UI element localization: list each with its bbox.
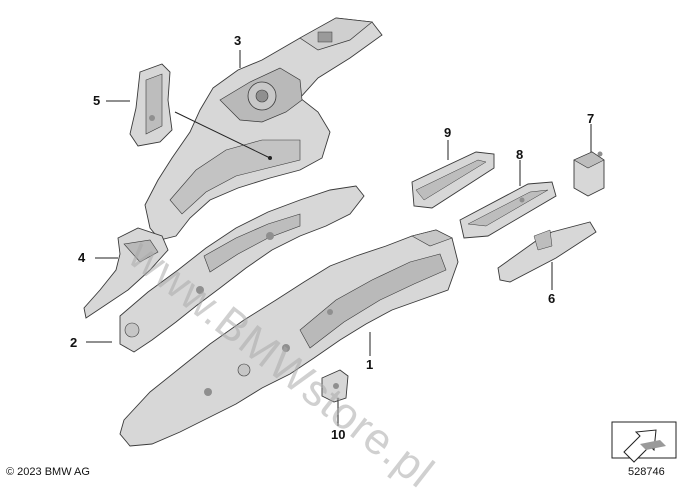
callout-9[interactable]: 9 (444, 125, 452, 140)
part-2-longitudinal-member[interactable] (119, 185, 365, 353)
part-3-wheel-arch[interactable] (144, 17, 383, 241)
parts-illustration (83, 17, 677, 463)
part-7-box-bracket[interactable] (573, 151, 605, 197)
callout-7[interactable]: 7 (587, 111, 595, 126)
part-4-extension[interactable] (83, 227, 169, 319)
diagram-number: 528746 (628, 466, 665, 478)
callout-4[interactable]: 4 (78, 250, 86, 265)
part-5-bracket[interactable] (129, 63, 173, 147)
callout-6[interactable]: 6 (548, 291, 556, 306)
part-9-reinforcement[interactable] (411, 151, 495, 209)
callout-10[interactable]: 10 (331, 427, 346, 442)
callout-5[interactable]: 5 (93, 93, 101, 108)
callout-1[interactable]: 1 (366, 357, 374, 372)
part-8-bracket-strip[interactable] (459, 181, 557, 239)
part-1-main-rail[interactable] (119, 229, 459, 447)
part-10-clip[interactable] (321, 369, 349, 403)
copyright-text: © 2023 BMW AG (6, 466, 90, 478)
leader-lines (86, 50, 592, 426)
callout-2[interactable]: 2 (70, 335, 78, 350)
callout-3[interactable]: 3 (234, 33, 242, 48)
parts-diagram: www.BMWstore.pl 3 5 9 8 7 4 2 1 6 10 © 2… (6, 17, 677, 498)
arrow-in-box-icon (611, 421, 677, 463)
part-6-lower-strip[interactable] (497, 221, 597, 283)
callout-8[interactable]: 8 (516, 147, 524, 162)
